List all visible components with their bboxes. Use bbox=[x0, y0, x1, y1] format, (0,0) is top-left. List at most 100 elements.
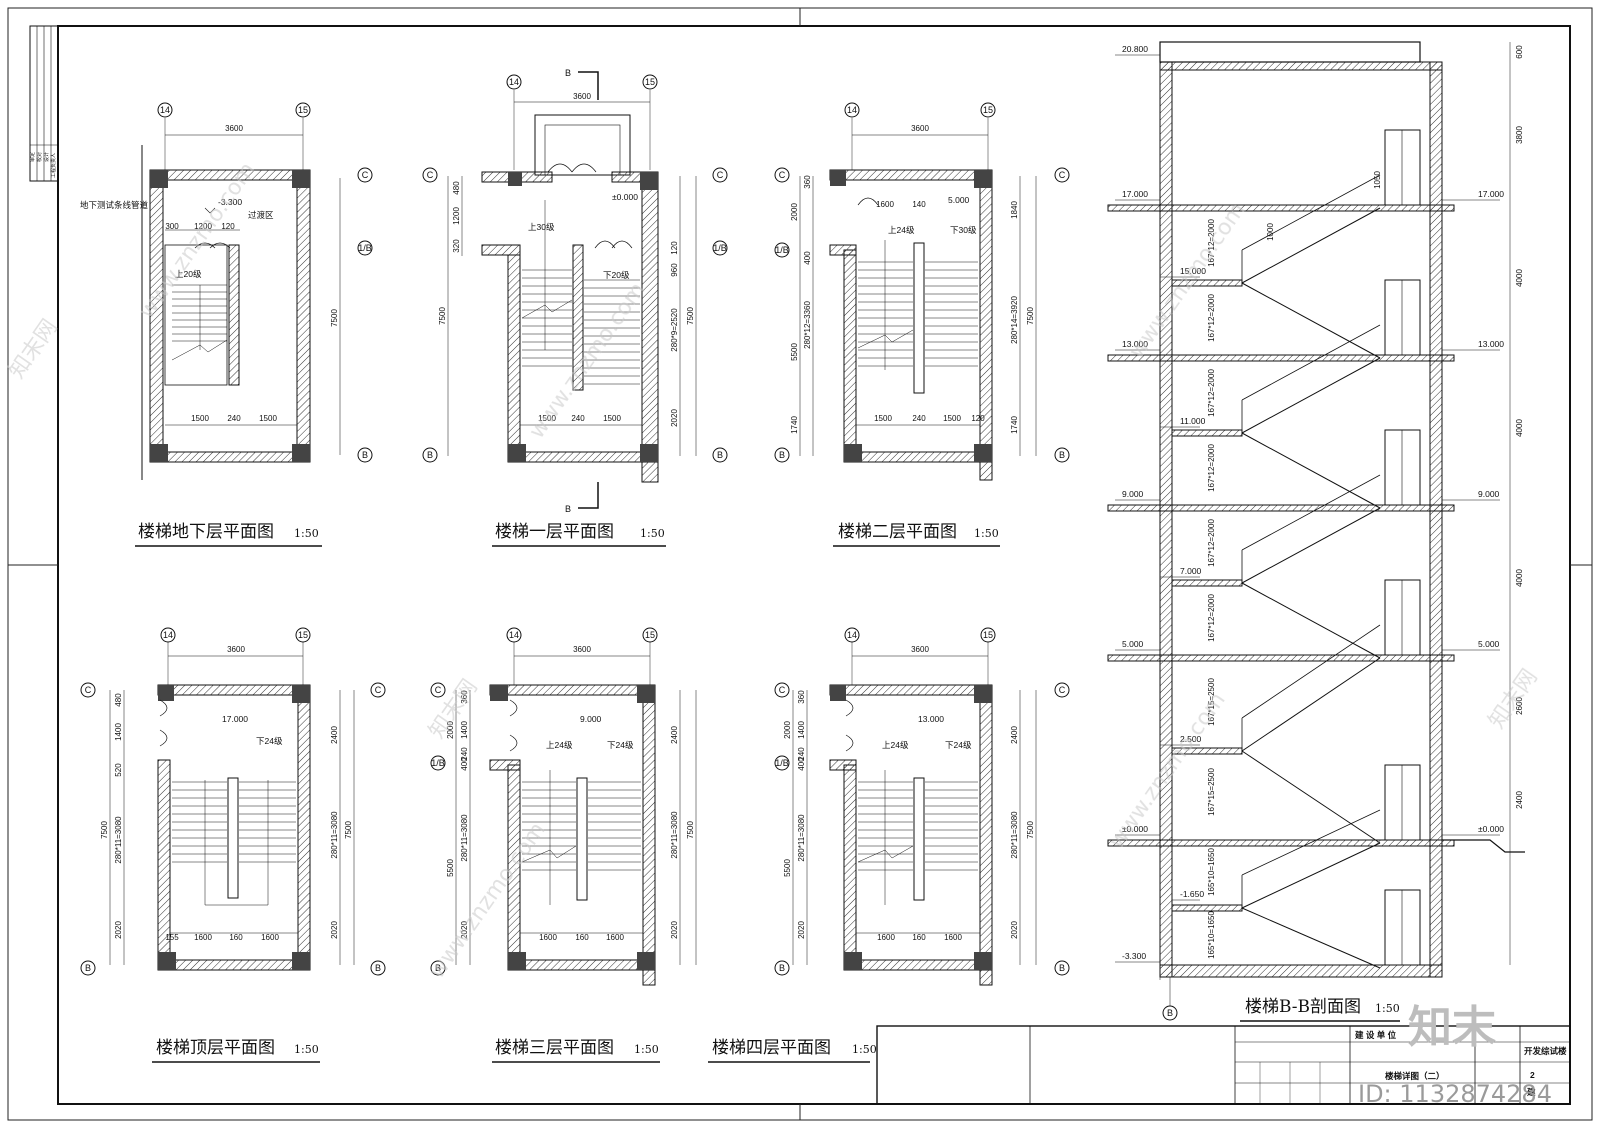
watermark-cn: 知末网 bbox=[4, 315, 62, 383]
top-dim-3: 120 bbox=[221, 222, 235, 231]
left-dim-6: 5500 bbox=[783, 859, 792, 877]
right-dim-2: 960 bbox=[670, 263, 679, 277]
axis-label-14: 14 bbox=[163, 630, 173, 640]
bottom-dim-3: 160 bbox=[229, 933, 243, 942]
bottom-dim-1: 1500 bbox=[874, 414, 892, 423]
bottom-dim-3: 1500 bbox=[259, 414, 277, 423]
right-dim: 7500 bbox=[330, 309, 339, 327]
sheet-no: 2 bbox=[1530, 1070, 1535, 1080]
right-dim-3: 4000 bbox=[1515, 269, 1524, 287]
watermark-site: www.znzmo.com bbox=[524, 278, 650, 443]
bottom-dim-3: 1600 bbox=[606, 933, 624, 942]
left-dim-5: 240 bbox=[460, 747, 469, 761]
door-height: 1050 bbox=[1373, 171, 1382, 189]
down-label: 下24级 bbox=[607, 740, 634, 750]
left-dim-4: 7500 bbox=[438, 307, 447, 325]
level-left-7: 7.000 bbox=[1180, 566, 1202, 576]
axis-b: B bbox=[1059, 963, 1065, 973]
left-dim-5: 240 bbox=[797, 747, 806, 761]
level-label: 17.000 bbox=[222, 714, 248, 724]
left-dim-2: 2000 bbox=[790, 203, 799, 221]
bottom-dim-2: 240 bbox=[571, 414, 585, 423]
level-right-2: 13.000 bbox=[1478, 339, 1504, 349]
right-dim-2: 280*11=3080 bbox=[670, 811, 679, 859]
down-label: 下20级 bbox=[603, 270, 630, 280]
axis-b: B bbox=[362, 450, 368, 460]
section-axis-label: B bbox=[1167, 1008, 1173, 1018]
right-dim-4: 4000 bbox=[1515, 419, 1524, 437]
level-left-12: -3.300 bbox=[1122, 951, 1146, 961]
right-dim-4: 7500 bbox=[1026, 307, 1035, 325]
level-left-11: -1.650 bbox=[1180, 889, 1204, 899]
level-left-2: 17.000 bbox=[1122, 189, 1148, 199]
plan-ground: 14 15 3600 B B bbox=[422, 68, 728, 547]
right-dim-2: 280*11=3080 bbox=[1010, 811, 1019, 859]
left-dim-1: 360 bbox=[460, 690, 469, 704]
axis-label-15: 15 bbox=[645, 77, 655, 87]
section-mark-bottom: B bbox=[565, 504, 571, 514]
left-dim-4: 5500 bbox=[790, 343, 799, 361]
sheet-prefix: 建 bbox=[1526, 1087, 1536, 1097]
section-bb: 1050 1000 20.800 17.000 15.000 13.000 11… bbox=[1107, 41, 1525, 1022]
width-dim: 3600 bbox=[573, 92, 591, 101]
watermark-cn: 知末网 bbox=[1484, 665, 1542, 733]
left-dim-1: 360 bbox=[797, 690, 806, 704]
plan-scale: 1:50 bbox=[294, 527, 319, 540]
section-scale: 1:50 bbox=[1375, 1002, 1400, 1015]
plan-title: 楼梯一层平面图 bbox=[495, 522, 614, 542]
plan-title: 楼梯顶层平面图 bbox=[156, 1038, 275, 1058]
bottom-dim-1: 155 bbox=[165, 933, 179, 942]
strip-label-4: 工程负责人 bbox=[50, 153, 57, 178]
flight-dim-6: 167*12=2000 bbox=[1207, 594, 1216, 642]
bottom-dim-1: 1600 bbox=[877, 933, 895, 942]
strip-label-2: 校对 bbox=[36, 152, 43, 162]
plan-second: 14 15 3600 bbox=[774, 102, 1070, 547]
axis-b: B bbox=[779, 450, 785, 460]
bottom-dim-3: 1600 bbox=[944, 933, 962, 942]
section-title: 楼梯B-B剖面图 bbox=[1245, 997, 1361, 1017]
level-right-1: 17.000 bbox=[1478, 189, 1504, 199]
down-label: 下24级 bbox=[256, 736, 283, 746]
top-dim-1: 300 bbox=[165, 222, 179, 231]
flight-dim-5: 167*12=2000 bbox=[1207, 519, 1216, 567]
axis-label-14: 14 bbox=[847, 630, 857, 640]
right-dim-2: 280*11=3080 bbox=[330, 811, 339, 859]
bottom-dim-2: 160 bbox=[912, 933, 926, 942]
watermark-id: ID: 1132874284 bbox=[1358, 1080, 1552, 1108]
left-dim-3: 1400 bbox=[460, 721, 469, 739]
plan-top: 14 15 3600 17 bbox=[80, 627, 386, 1063]
rail-height: 1000 bbox=[1266, 223, 1275, 241]
left-dim-8: 2020 bbox=[797, 921, 806, 939]
right-dim-3: 280*9=2520 bbox=[670, 308, 679, 352]
right-dim-1: 2400 bbox=[330, 726, 339, 744]
left-dim-4: 400 bbox=[797, 757, 806, 771]
right-dim-2: 280*14=3920 bbox=[1010, 296, 1019, 344]
plan-scale: 1:50 bbox=[294, 1043, 319, 1056]
axis-b: B bbox=[435, 963, 441, 973]
axis-b: B bbox=[717, 450, 723, 460]
bottom-dim-1: 1600 bbox=[539, 933, 557, 942]
left-dim-3: 1400 bbox=[797, 721, 806, 739]
level-label: 9.000 bbox=[580, 714, 602, 724]
level-left-10: ±0.000 bbox=[1122, 824, 1148, 834]
level-left-4: 13.000 bbox=[1122, 339, 1148, 349]
strip-label-3: 设计 bbox=[43, 152, 50, 162]
axis-half: 1/B bbox=[431, 758, 445, 768]
plan-title: 楼梯三层平面图 bbox=[495, 1038, 614, 1058]
right-dim-4: 2020 bbox=[670, 409, 679, 427]
down-label: 下24级 bbox=[945, 740, 972, 750]
axis-bubble-15 bbox=[295, 102, 311, 118]
left-dim-5: 280*11=3080 bbox=[114, 816, 123, 864]
plan-basement: 14 15 3600 -3.300 上20级 300 1200 bbox=[80, 102, 373, 547]
axis-half: 1/B bbox=[713, 243, 727, 253]
right-dim-1: 600 bbox=[1515, 45, 1524, 59]
flight-dim-2: 167*12=2000 bbox=[1207, 294, 1216, 342]
axis-c: C bbox=[717, 170, 724, 180]
down-label: 下30级 bbox=[950, 225, 977, 235]
left-dim-3: 400 bbox=[803, 251, 812, 265]
bottom-dim-2: 240 bbox=[912, 414, 926, 423]
right-dim-5: 7500 bbox=[686, 307, 695, 325]
client-label: 建 设 单 位 bbox=[1354, 1030, 1397, 1040]
axis-b: B bbox=[779, 963, 785, 973]
top-dim-2: 140 bbox=[912, 200, 926, 209]
